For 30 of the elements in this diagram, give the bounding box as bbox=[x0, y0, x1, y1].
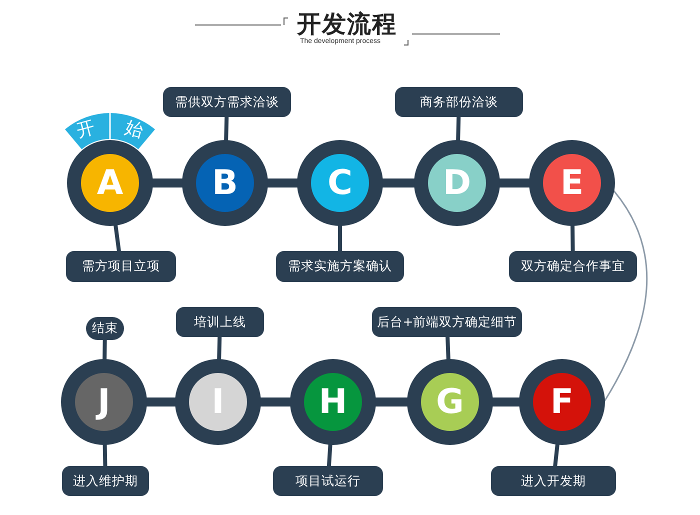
banner-text: 始 bbox=[122, 118, 146, 142]
step-label: 商务部份洽谈 bbox=[395, 87, 523, 117]
step-letter: J bbox=[75, 373, 133, 431]
step-letter: H bbox=[304, 373, 362, 431]
connector-line bbox=[603, 190, 648, 403]
connector-line bbox=[338, 223, 342, 253]
step-letter: B bbox=[196, 154, 254, 212]
step-label: 项目试运行 bbox=[273, 466, 383, 496]
step-label: 需方项目立项 bbox=[66, 251, 176, 282]
banner-text: 开 bbox=[74, 118, 98, 142]
step-label: 需供双方需求洽谈 bbox=[163, 87, 291, 117]
step-label: 需求实施方案确认 bbox=[276, 251, 404, 282]
step-letter: G bbox=[421, 373, 479, 431]
step-label: 后台+前端双方确定细节 bbox=[372, 307, 522, 337]
step-label: 培训上线 bbox=[176, 307, 264, 337]
step-letter: C bbox=[311, 154, 369, 212]
step-label: 进入开发期 bbox=[491, 466, 616, 496]
connector-line bbox=[553, 442, 560, 468]
step-letter: F bbox=[533, 373, 591, 431]
step-label: 双方确定合作事宜 bbox=[509, 251, 637, 282]
step-letter: E bbox=[543, 154, 601, 212]
connector-line bbox=[102, 442, 108, 468]
step-label: 进入维护期 bbox=[62, 466, 149, 496]
connector-line bbox=[113, 222, 121, 253]
connector-line bbox=[570, 223, 575, 253]
connector-line bbox=[102, 338, 107, 362]
step-label: 结束 bbox=[86, 317, 124, 340]
page-title: 开发流程 bbox=[297, 9, 397, 38]
step-letter: D bbox=[428, 154, 486, 212]
step-letter: A bbox=[81, 154, 139, 212]
